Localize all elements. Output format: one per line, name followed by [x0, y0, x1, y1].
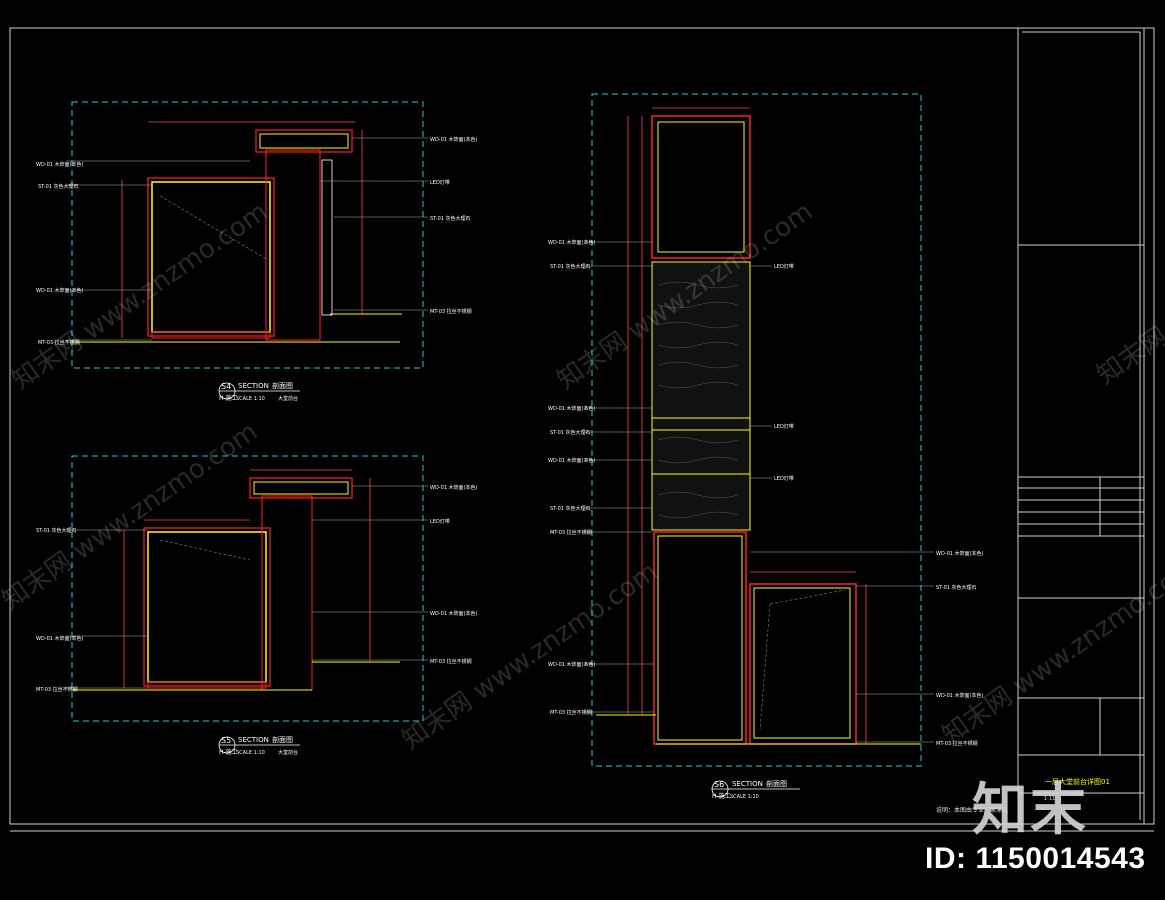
s4-top-cap — [255, 129, 353, 153]
s6-callout-light-3: LED灯带 — [774, 475, 794, 482]
s6-leaders — [584, 241, 934, 743]
s5-top-cap — [249, 477, 353, 499]
s5-sheet-ref: H-施工 — [219, 748, 238, 756]
section-s5: ST-01 灰色大理石 WD-01 木饰面(本色) MT-03 拉丝不锈钢 WD… — [36, 455, 478, 756]
s4-subtitle: 剖面图 — [272, 381, 293, 390]
watermark-1: 知末网 www.znzmo.com — [7, 197, 273, 396]
s6-callout-metal-1: MT-03 拉丝不锈钢 — [550, 529, 592, 536]
s5-callout-light-r: LED灯带 — [430, 518, 450, 525]
s4-top-cap-inner — [259, 133, 349, 149]
s5-callout-wood: WD-01 木饰面(本色) — [36, 635, 84, 642]
s6-title: SECTION — [732, 780, 763, 788]
s6-counter-diag-2 — [759, 603, 771, 731]
s6-lower-column — [653, 531, 747, 745]
s6-counter-inner — [753, 587, 851, 739]
s4-callout-wood-2: WD-01 木饰面(本色) — [36, 287, 84, 294]
s5-subtitle: 剖面图 — [272, 735, 293, 744]
s4-callout-metal: MT-03 拉丝不锈钢 — [38, 339, 80, 346]
title-block-drawing-name: 一层大堂前台详图01 — [1045, 777, 1110, 786]
s5-counter-body — [147, 531, 267, 683]
s6-sheet-ref: H-施工 — [712, 792, 731, 800]
s4-callout-stone-r: ST-01 灰色大理石 — [430, 215, 471, 222]
section-s6: WD-01 木饰面(本色) ST-01 灰色大理石 WD-01 木饰面(本色) … — [548, 93, 984, 800]
s6-callout-metal-r1: MT-03 拉丝不锈钢 — [936, 740, 978, 747]
s6-callout-wood-4: WD-01 木饰面(本色) — [548, 661, 596, 668]
s6-counter-diag — [769, 589, 846, 605]
s4-callout-metal-r: MT-03 拉丝不锈钢 — [430, 308, 472, 315]
s5-top-cap-inner — [253, 481, 349, 495]
s6-callout-stone-1: ST-01 灰色大理石 — [550, 263, 591, 270]
s6-callout-stone-r1: ST-01 灰色大理石 — [936, 584, 977, 591]
s5-section-id: S5 — [221, 736, 231, 745]
s5-leaders — [66, 485, 428, 689]
s4-viewport — [71, 101, 424, 369]
s4-leaders — [66, 137, 428, 341]
image-id-label: ID: 1150014543 — [925, 842, 1146, 875]
s5-callout-metal-r: MT-03 拉丝不锈钢 — [430, 658, 472, 665]
s4-upper-panel — [265, 149, 321, 341]
s6-top-cabinet — [651, 115, 751, 259]
s4-base — [151, 331, 271, 339]
s4-counter-outline — [147, 177, 275, 337]
watermark-layer: 知末网 www.znzmo.com 知末网 www.znzmo.com 知末网 … — [0, 192, 1165, 756]
s4-note: 大堂前台 — [278, 395, 298, 402]
s5-callout-wood-r2: WD-01 木饰面(本色) — [430, 610, 478, 617]
s6-counter — [749, 583, 857, 745]
s5-callout-stone: ST-01 灰色大理石 — [36, 527, 77, 534]
title-block-sheet-ref: 1-11 — [1044, 796, 1055, 802]
s4-callout-stone: ST-01 灰色大理石 — [38, 183, 79, 190]
s6-callout-wood-1: WD-01 木饰面(本色) — [548, 239, 596, 246]
s6-callout-wood-2: WD-01 木饰面(本色) — [548, 405, 596, 412]
s6-callout-metal-2: MT-03 拉丝不锈钢 — [550, 709, 592, 716]
s4-glass — [321, 159, 333, 316]
s4-callout-wood: WD-01 木饰面(本色) — [36, 161, 84, 168]
watermark-2: 知末网 www.znzmo.com — [0, 417, 263, 616]
section-s4: WD-01 木饰面(本色) ST-01 灰色大理石 WD-01 木饰面(本色) … — [36, 101, 478, 402]
title-block — [1017, 27, 1145, 825]
s4-section-id: S4 — [221, 382, 231, 391]
s5-base — [147, 681, 267, 689]
s6-callout-light-1: LED灯带 — [774, 263, 794, 270]
s6-subtitle: 剖面图 — [766, 779, 787, 788]
s6-callout-wood-3: WD-01 木饰面(本色) — [548, 457, 596, 464]
s5-scale: SCALE 1:10 — [236, 750, 265, 756]
watermark-4: 知末网 www.znzmo.com — [397, 557, 663, 756]
title-block-note: 说明：本图由专业厂家深化 — [936, 806, 1008, 814]
s6-callout-light-2: LED灯带 — [774, 423, 794, 430]
s5-diag — [159, 539, 251, 561]
s6-top-cabinet-inner — [657, 121, 745, 253]
s6-callout-wood-r1: WD-01 木饰面(本色) — [936, 550, 984, 557]
s6-viewport — [591, 93, 922, 767]
s6-section-id: S6 — [714, 780, 724, 789]
s6-callout-stone-2: ST-01 灰色大理石 — [550, 429, 591, 436]
s6-lower-column-inner — [657, 535, 743, 741]
s6-callout-wood-r2: WD-01 木饰面(本色) — [936, 692, 984, 699]
s5-callout-metal: MT-03 拉丝不锈钢 — [36, 686, 78, 693]
watermark-5: 知末网 www.znzmo.com — [937, 552, 1165, 751]
s5-counter-outline — [143, 527, 271, 687]
s4-callout-light-r: LED灯带 — [430, 179, 450, 186]
s4-title: SECTION — [238, 382, 269, 390]
s4-sheet-ref: H-施工 — [219, 394, 238, 402]
s6-wood-grain — [657, 281, 739, 519]
s5-note: 大堂前台 — [278, 749, 298, 756]
s6-scale: SCALE 1:10 — [730, 794, 759, 800]
s5-callout-wood-r: WD-01 木饰面(本色) — [430, 484, 478, 491]
brand-logo: 知末 — [972, 778, 1088, 843]
s6-veneer-panel — [651, 261, 751, 531]
s4-scale: SCALE 1:10 — [236, 396, 265, 402]
s4-callout-wood-r: WD-01 木饰面(本色) — [430, 136, 478, 143]
s6-callout-stone-3: ST-01 灰色大理石 — [550, 505, 591, 512]
s5-title: SECTION — [238, 736, 269, 744]
s4-diag — [159, 195, 269, 261]
s5-viewport — [71, 455, 424, 722]
sheet-border — [9, 27, 1155, 825]
